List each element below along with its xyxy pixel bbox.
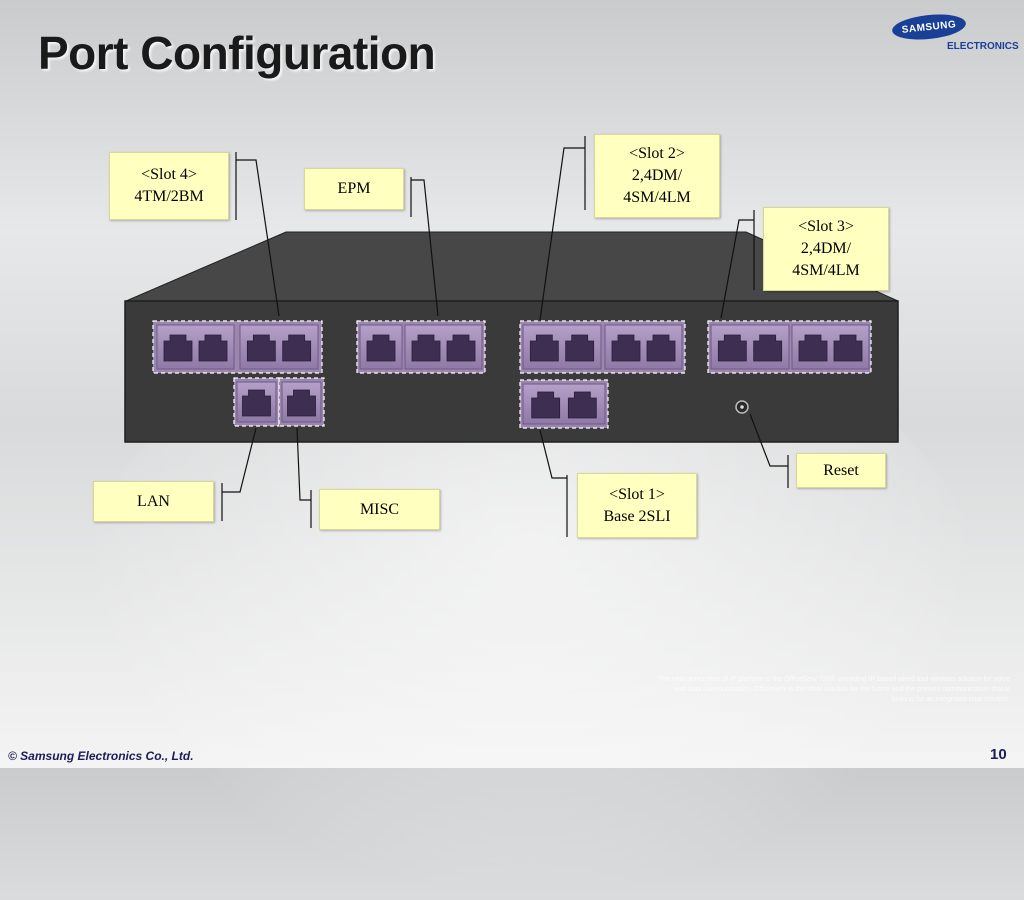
ethernet-jack-icon xyxy=(242,389,271,417)
ethernet-jack-icon xyxy=(833,334,863,362)
samsung-logo: SAMSUNG ELECTRONICS xyxy=(890,11,1019,58)
ethernet-jack-icon xyxy=(565,334,595,362)
label-lan: LAN xyxy=(93,481,214,522)
label-slot4: <Slot 4> 4TM/2BM xyxy=(109,152,229,220)
page-title: Port Configuration xyxy=(38,27,436,79)
slot2-ports xyxy=(519,320,686,374)
label-reset: Reset xyxy=(796,453,886,488)
leader-slot1-pointer xyxy=(539,429,567,479)
watermark-text: The next generation of IP platform is th… xyxy=(657,676,1010,703)
label-misc: MISC xyxy=(319,489,440,530)
label-slot3: <Slot 3> 2,4DM/ 4SM/4LM xyxy=(763,207,889,291)
ethernet-jack-icon xyxy=(646,334,676,362)
footer-copyright: © Samsung Electronics Co., Ltd. xyxy=(8,749,194,763)
ethernet-jack-icon xyxy=(531,391,561,419)
label-epm: EPM xyxy=(304,168,404,210)
label-slot1: <Slot 1> Base 2SLI xyxy=(577,473,697,538)
ethernet-jack-icon xyxy=(282,334,312,362)
slot3-ports xyxy=(707,320,872,374)
lan-port xyxy=(233,377,280,427)
ethernet-jack-icon xyxy=(246,334,276,362)
logo-sub-text: ELECTRONICS xyxy=(947,41,1019,52)
ethernet-jack-icon xyxy=(163,334,193,362)
leader-slot2-pointer xyxy=(539,147,585,321)
page-number: 10 xyxy=(990,746,1007,763)
reset-button-center xyxy=(740,405,744,409)
ethernet-jack-icon xyxy=(287,389,316,417)
leader-lines xyxy=(221,136,789,537)
leader-reset-pointer xyxy=(749,413,788,467)
ethernet-jack-icon xyxy=(611,334,641,362)
label-slot2: <Slot 2> 2,4DM/ 4SM/4LM xyxy=(594,134,720,218)
ethernet-jack-icon xyxy=(717,334,747,362)
ethernet-jack-icon xyxy=(753,334,783,362)
leader-lan-pointer xyxy=(222,427,257,493)
device-diagram xyxy=(124,136,899,537)
ethernet-jack-icon xyxy=(798,334,828,362)
slot4-ports xyxy=(152,320,323,374)
misc-port xyxy=(278,377,325,427)
ethernet-jack-icon xyxy=(567,391,597,419)
epm-ports xyxy=(356,320,486,374)
ethernet-jack-icon xyxy=(366,334,396,362)
port-groups xyxy=(152,320,872,429)
leader-epm-pointer xyxy=(411,179,439,317)
leader-misc-pointer xyxy=(296,427,311,501)
leader-slot3-pointer xyxy=(720,219,754,319)
leader-slot4-pointer xyxy=(236,159,280,317)
ethernet-jack-icon xyxy=(198,334,228,362)
ethernet-jack-icon xyxy=(446,334,476,362)
ethernet-jack-icon xyxy=(411,334,441,362)
ethernet-jack-icon xyxy=(529,334,559,362)
slot1-ports xyxy=(519,379,609,429)
